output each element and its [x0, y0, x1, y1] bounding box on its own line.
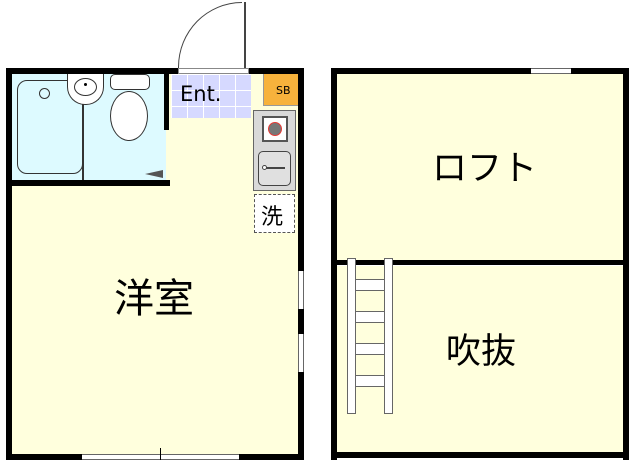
- storage-box: [263, 73, 298, 106]
- wall-bath-bottom: [12, 180, 170, 186]
- stove-icon: [262, 116, 288, 142]
- window-right-2: [298, 334, 304, 372]
- sink-icon: [258, 151, 291, 186]
- storage-label: SB: [276, 84, 291, 97]
- lower-floor-plan: Ent. SB 洗 洋室: [6, 2, 304, 460]
- wall-top-left: [6, 68, 178, 74]
- loft-label: ロフト: [432, 149, 538, 189]
- toilet-icon: [108, 74, 154, 144]
- loft-divider: [337, 260, 629, 265]
- entrance-door[interactable]: [178, 68, 249, 74]
- wall-right: [298, 68, 304, 460]
- loft-area: [337, 74, 623, 262]
- door-swing-icon: [145, 170, 163, 178]
- wall-bath-right: [164, 74, 169, 130]
- atrium-label: 吹抜: [446, 332, 517, 372]
- loft-wall-left: [331, 68, 337, 460]
- entrance-area: [171, 74, 251, 118]
- entrance-label: Ent.: [180, 82, 222, 106]
- wall-top-right: [249, 68, 304, 74]
- washbasin-icon: [67, 74, 104, 105]
- loft-floor-plan: ロフト 吹抜: [320, 0, 640, 466]
- window-right-1: [298, 271, 304, 309]
- loft-window: [531, 68, 571, 74]
- wall-left: [6, 68, 12, 460]
- washer-space: [254, 194, 295, 233]
- loft-wall-top: [331, 68, 629, 74]
- loft-wall-bottom: [331, 452, 629, 458]
- western-room-label: 洋室: [114, 276, 194, 322]
- washer-label: 洗: [261, 205, 284, 230]
- ladder-icon: [347, 258, 395, 414]
